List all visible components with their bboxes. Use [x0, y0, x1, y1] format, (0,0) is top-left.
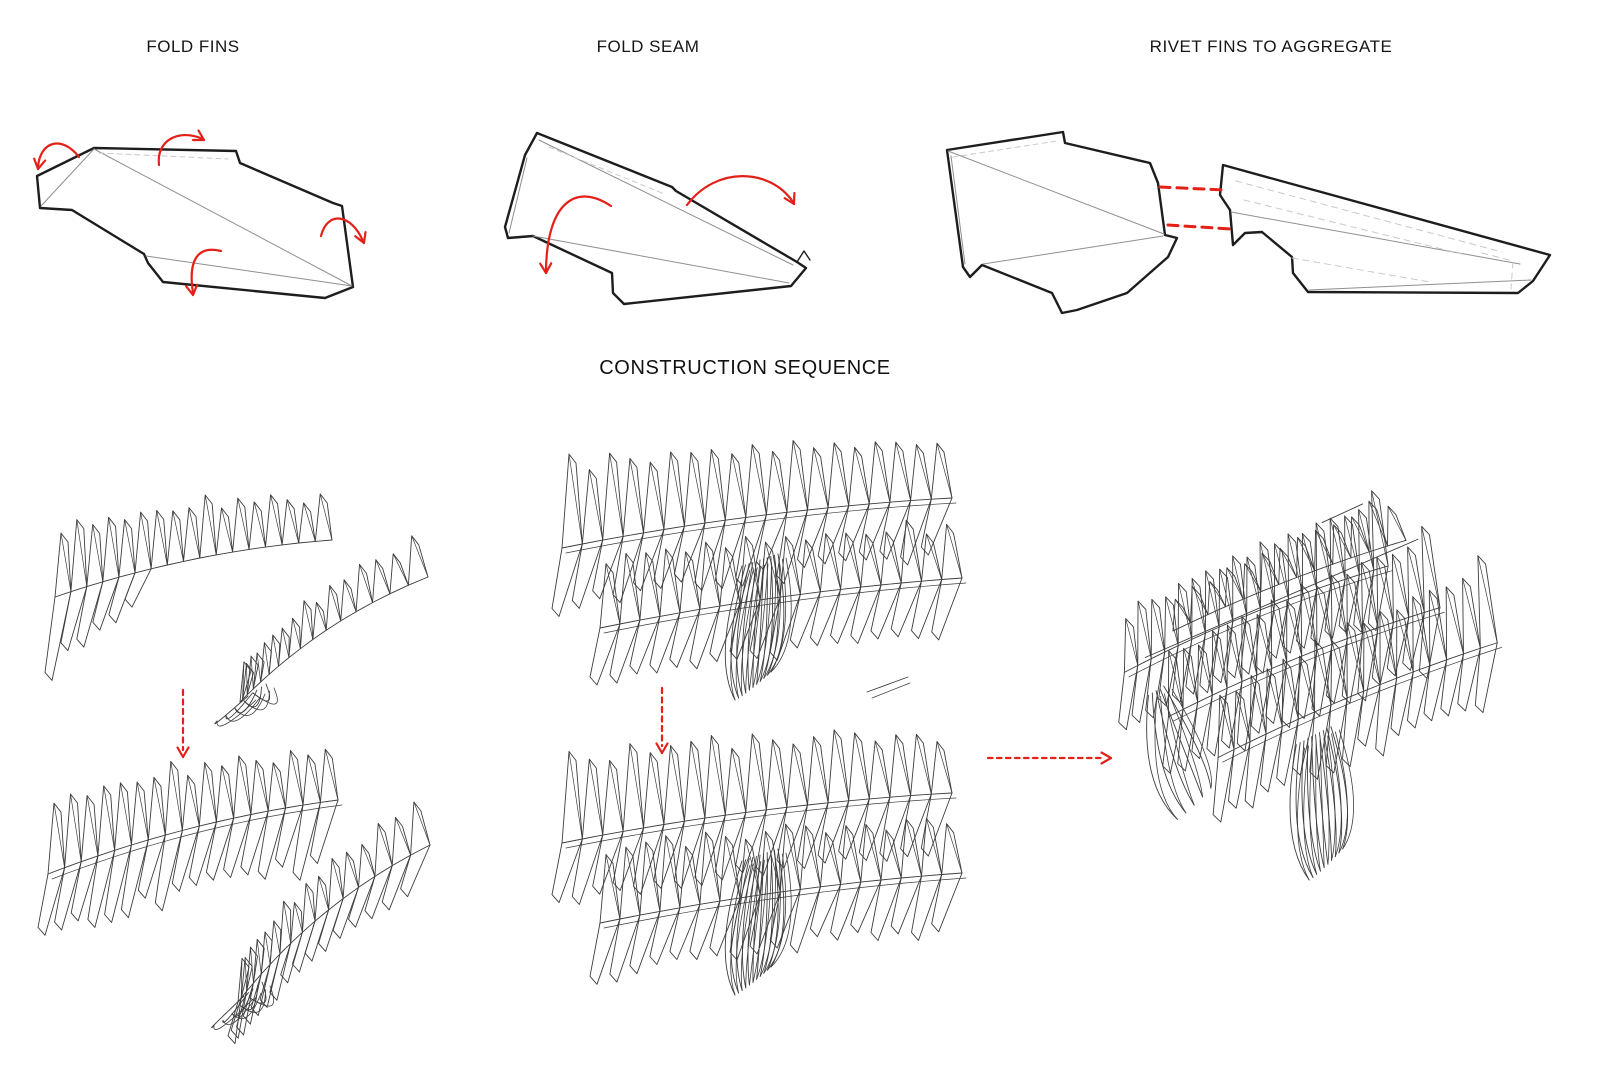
seam-arrows [539, 175, 796, 275]
module-strip-upper [551, 440, 957, 617]
step-label-rivet-fins: RIVET FINS TO AGGREGATE [1149, 37, 1393, 56]
fold-seam-figure [503, 131, 811, 306]
fin-fan [724, 848, 792, 996]
fin-fan [1146, 685, 1212, 820]
module-strip-upper [551, 729, 957, 905]
stage-fin-strips-folded [37, 748, 431, 1045]
fin-fan [214, 683, 278, 727]
fold-arrows [33, 129, 367, 297]
step-label-fold-seam: FOLD SEAM [596, 37, 700, 56]
strip-c [37, 748, 343, 936]
down-arrow-2 [655, 686, 669, 755]
aggregate-row-3 [1212, 555, 1503, 823]
fin-fan [211, 981, 275, 1031]
fold-fins-figure [33, 129, 367, 300]
right-arrow [986, 751, 1113, 765]
stage-module-pair [551, 440, 967, 701]
fin-fan [1289, 726, 1354, 881]
rivet-figure [945, 130, 1552, 315]
sequence-title: CONSTRUCTION SEQUENCE [599, 357, 891, 379]
stage-fin-strips-flat [44, 493, 429, 727]
fin-fan [724, 553, 792, 701]
rivet-lines [1158, 185, 1233, 231]
aggregate-row-top [1172, 500, 1407, 632]
aggregate-row-2 [1162, 526, 1445, 774]
strip-b [214, 535, 429, 727]
stage-module-pair-stacked [551, 676, 967, 996]
strip-d [211, 801, 431, 1045]
strip-a [44, 493, 333, 681]
aggregate-figure [1118, 490, 1503, 881]
module-strip-lower [589, 519, 967, 686]
step-label-fold-fins: FOLD FINS [146, 37, 240, 56]
down-arrow-1 [176, 688, 190, 759]
